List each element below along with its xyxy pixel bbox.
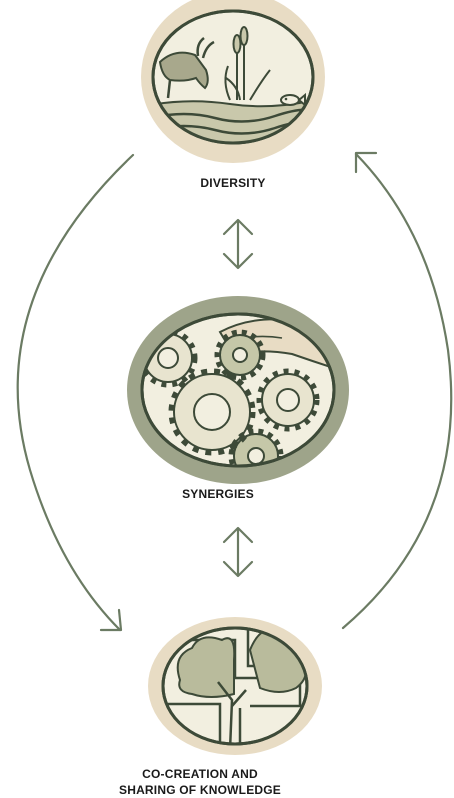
cocreation-label-line2: SHARING OF KNOWLEDGE (70, 782, 330, 798)
cycle-arrow-right (343, 153, 451, 628)
synergies-node (127, 296, 349, 484)
diversity-label: DIVERSITY (133, 175, 333, 191)
double-arrow-top (224, 220, 252, 268)
cycle-arrow-left (18, 155, 133, 630)
cocreation-label-line1: CO-CREATION AND (70, 766, 330, 782)
double-arrow-bottom (224, 528, 252, 576)
diversity-node (141, 0, 325, 163)
synergies-label: SYNERGIES (118, 486, 318, 502)
cocreation-label: CO-CREATION AND SHARING OF KNOWLEDGE (70, 766, 330, 798)
cocreation-node (148, 617, 322, 755)
